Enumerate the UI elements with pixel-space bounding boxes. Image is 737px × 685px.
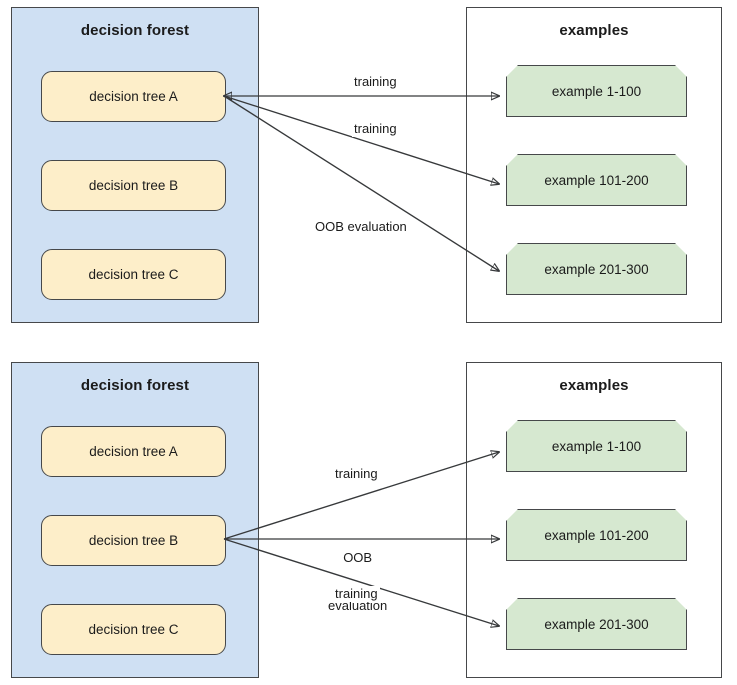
decision-tree-b-box-bottom[interactable]: decision tree B bbox=[41, 515, 226, 566]
decision-tree-c-box-top[interactable]: decision tree C bbox=[41, 249, 226, 300]
decision-forest-panel-bottom: decision forest decision tree A decision… bbox=[11, 362, 259, 678]
example-1-100-box-bottom[interactable]: example 1-100 bbox=[506, 420, 687, 472]
edge-label-oob-evaluation-top: OOB evaluation bbox=[313, 219, 409, 236]
examples-title-top: examples bbox=[559, 22, 629, 39]
diagram-decision-tree-a: decision forest decision tree A decision… bbox=[11, 7, 722, 323]
examples-panel-bottom: examples example 1-100 example 101-200 e… bbox=[466, 362, 722, 678]
edge-label-training-1-top: training bbox=[352, 74, 399, 91]
examples-title-bottom: examples bbox=[559, 377, 629, 394]
decision-tree-a-box-bottom[interactable]: decision tree A bbox=[41, 426, 226, 477]
examples-panel-top: examples example 1-100 example 101-200 e… bbox=[466, 7, 722, 323]
example-101-200-box-top[interactable]: example 101-200 bbox=[506, 154, 687, 206]
edge-label-oob-line1: OOB bbox=[343, 549, 373, 565]
example-201-300-box-bottom[interactable]: example 201-300 bbox=[506, 598, 687, 650]
decision-tree-b-box-top[interactable]: decision tree B bbox=[41, 160, 226, 211]
diagram-decision-tree-b: decision forest decision tree A decision… bbox=[0, 342, 737, 685]
edge-label-training-2-top: training bbox=[352, 121, 399, 138]
edge-label-training-2-bottom: training bbox=[333, 586, 380, 603]
decision-tree-a-box-top[interactable]: decision tree A bbox=[41, 71, 226, 122]
edge-label-oob-evaluation-bottom: OOB evaluation bbox=[326, 517, 389, 647]
example-1-100-box-top[interactable]: example 1-100 bbox=[506, 65, 687, 117]
example-201-300-box-top[interactable]: example 201-300 bbox=[506, 243, 687, 295]
decision-forest-title-top: decision forest bbox=[80, 22, 190, 39]
edge-label-training-1-bottom: training bbox=[333, 466, 380, 483]
decision-forest-panel-top: decision forest decision tree A decision… bbox=[11, 7, 259, 323]
example-101-200-box-bottom[interactable]: example 101-200 bbox=[506, 509, 687, 561]
decision-tree-c-box-bottom[interactable]: decision tree C bbox=[41, 604, 226, 655]
edge-training-to-example-101-200-top bbox=[223, 95, 499, 184]
decision-forest-title-bottom: decision forest bbox=[80, 377, 190, 394]
